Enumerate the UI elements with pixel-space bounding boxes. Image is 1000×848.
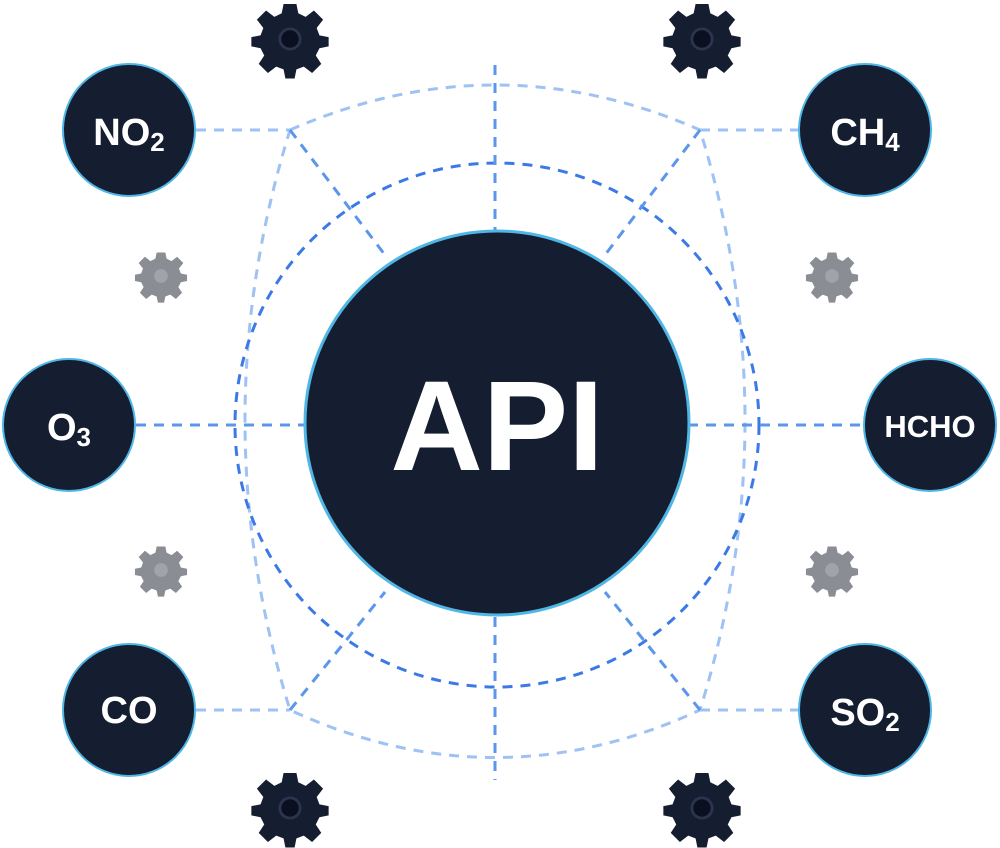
inner-ring-line [233,161,761,689]
connection-lines [136,65,862,780]
gear-icon [805,252,859,303]
gear-icon [251,773,329,848]
gear-icon [663,4,741,79]
gear-icon [805,546,859,597]
svg-text:CH4: CH4 [830,112,900,157]
line-diag-br [603,591,702,711]
node-no2: NO2 [62,63,196,197]
node-so2: SO2 [798,643,932,777]
line-diag-tr [603,129,702,256]
api-label: API [390,355,603,498]
gear-icon [663,773,741,848]
line-diag-tl [288,129,387,256]
node-no2-label: NO [93,112,150,154]
node-so2-subscript: 2 [885,707,899,737]
line-diag-bl [288,591,387,711]
node-o3-label: O [47,407,77,449]
gear-icon [134,252,188,303]
gear-icon [251,4,329,79]
node-ch4: CH4 [798,63,932,197]
node-so2-label: SO [830,692,885,734]
node-co-label: CO [101,690,158,732]
gear-icon [134,546,188,597]
node-o3-subscript: 3 [77,422,91,452]
node-hcho: HCHO [863,358,997,492]
node-ch4-subscript: 4 [885,127,900,157]
node-co: CO [62,643,196,777]
node-o3: O3 [2,358,136,492]
gears [134,4,859,848]
node-hcho-label: HCHO [884,409,975,444]
node-ch4-label: CH [830,112,885,154]
node-no2-subscript: 2 [150,127,164,157]
svg-text:O3: O3 [47,407,91,452]
api-center-node: API [303,229,691,617]
svg-text:NO2: NO2 [93,112,164,157]
svg-text:SO2: SO2 [830,692,899,737]
